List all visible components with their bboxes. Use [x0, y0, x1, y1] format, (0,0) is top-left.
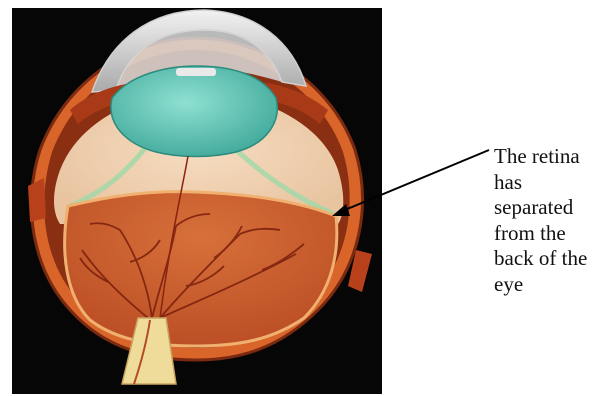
annotation-line: has: [494, 170, 606, 196]
annotation-label: The retina has separated from the back o…: [494, 144, 606, 297]
annotation-line: separated: [494, 195, 606, 221]
pupil: [176, 68, 216, 76]
annotation-line: back of the: [494, 246, 606, 272]
annotation-line: eye: [494, 272, 606, 298]
lens: [111, 66, 277, 157]
annotation-line: The retina: [494, 144, 606, 170]
annotation-line: from the: [494, 221, 606, 247]
